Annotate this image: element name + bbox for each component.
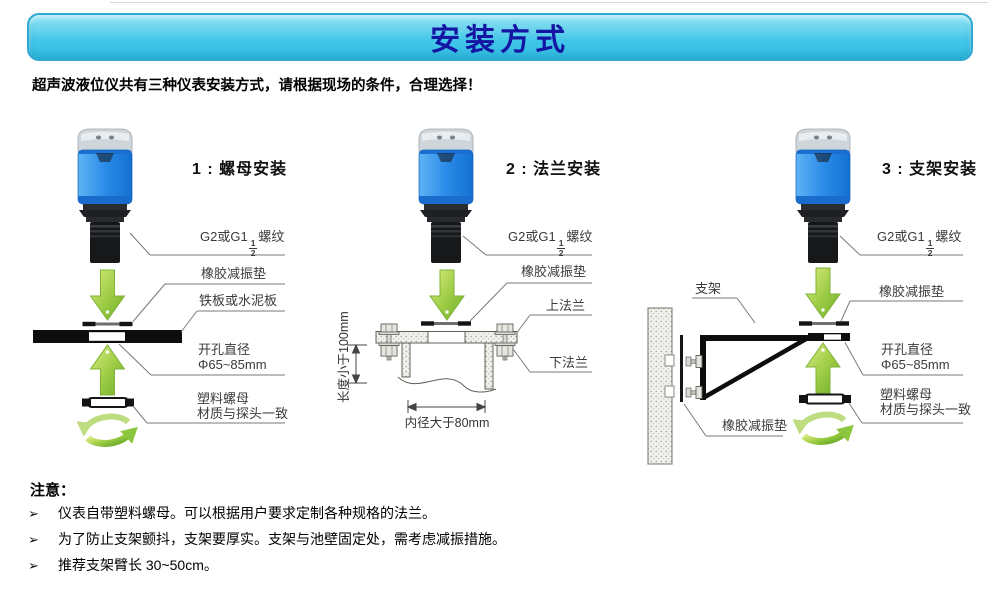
top-hairline [110, 2, 988, 3]
label-nut-1: 塑料螺母 材质与探头一致 [197, 391, 289, 421]
diameter-dimension-text: 内径大于80mm [404, 416, 490, 430]
label-upper-flange: 上法兰 [546, 298, 586, 313]
diagram-1-art [33, 128, 285, 451]
label-lower-flange: 下法兰 [549, 355, 589, 370]
label-hole-3: 开孔直径 Φ65~85mm [881, 342, 950, 372]
diagram-2-art [347, 128, 592, 413]
bullet-icon: ➢ [28, 558, 39, 573]
sensor-device [795, 128, 851, 264]
label-plate-1: 铁板或水泥板 [199, 293, 278, 308]
mounting-plate [808, 333, 850, 341]
rubber-pad-vertical [680, 335, 683, 402]
leader-lines [462, 235, 592, 373]
bolt [685, 355, 703, 368]
leader-lines [683, 235, 963, 437]
bracket [685, 335, 808, 400]
leader-lines [118, 232, 285, 424]
rotate-arrows-icon [76, 413, 140, 451]
note-item-1: ➢仪表自带塑料螺母。可以根据用户要求定制各种规格的法兰。 [28, 505, 436, 521]
flange-assembly [375, 323, 518, 393]
diagram-3-title: 3 : 支架安装 [882, 161, 978, 178]
label-hole-1: 开孔直径 Φ65~85mm [198, 342, 267, 372]
rubber-pad [421, 321, 471, 326]
label-rubber-pad-3: 橡胶减振垫 [879, 284, 945, 299]
down-arrow-icon [429, 269, 465, 321]
bullet-icon: ➢ [28, 532, 39, 547]
sensor-device [77, 128, 133, 264]
label-rubber-pad-2: 橡胶减振垫 [521, 264, 587, 279]
diagram-1-title: 1 : 螺母安装 [192, 161, 288, 178]
bullet-icon: ➢ [28, 506, 39, 521]
label-nut-3: 塑料螺母 材质与探头一致 [880, 387, 972, 417]
up-arrow-icon [90, 344, 125, 396]
rubber-pad [82, 321, 133, 327]
diagram-2-title: 2 : 法兰安装 [506, 161, 602, 178]
rotate-arrows-icon [792, 411, 856, 449]
page-title: 安装方式 [430, 24, 570, 57]
diameter-dimension-line [406, 400, 487, 413]
notes-heading: 注意： [30, 482, 76, 499]
down-arrow-icon [90, 269, 125, 321]
mounting-plate [33, 330, 182, 343]
plastic-nut [798, 393, 852, 405]
rubber-pad [799, 321, 849, 326]
up-arrow-icon [805, 342, 841, 394]
pipe [397, 342, 497, 393]
bolt [685, 386, 703, 399]
note-item-3: ➢推荐支架臂长 30~50cm。 [28, 557, 218, 573]
diagram-3-art [647, 128, 963, 465]
wall [647, 307, 675, 465]
sensor-device [418, 128, 474, 264]
plastic-nut [81, 397, 135, 408]
length-dimension-line [347, 343, 367, 385]
note-item-2: ➢为了防止支架颤抖，支架要厚实。支架与池壁固定处，需考虑减振措施。 [28, 531, 506, 547]
label-rubber-pad-1: 橡胶减振垫 [201, 266, 267, 281]
header-banner: 安装方式 [27, 13, 973, 61]
intro-text: 超声波液位仪共有三种仪表安装方式，请根据现场的条件，合理选择！ [32, 78, 482, 94]
length-dimension-text: 长度小于100mm [337, 311, 351, 403]
label-rubber-pad-3-bottom: 橡胶减振垫 [722, 418, 788, 433]
down-arrow-icon [805, 267, 841, 319]
label-bracket: 支架 [695, 281, 722, 296]
